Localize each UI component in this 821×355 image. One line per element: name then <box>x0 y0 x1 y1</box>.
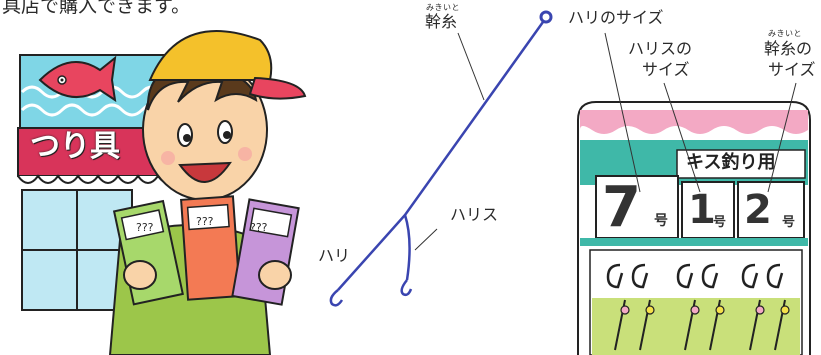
hook-size-number: 7 <box>602 175 641 240</box>
pkg-mark-2: ??? <box>196 215 214 228</box>
main-line <box>337 21 545 291</box>
pkg-mark-3: ??? <box>250 221 268 234</box>
mikiito-label: 幹糸 <box>425 12 458 31</box>
hook-size-callout: ハリのサイズ <box>568 8 664 27</box>
harisu-size-line1: ハリスの <box>628 39 693 58</box>
harisu-label: ハリス <box>450 205 499 224</box>
branch-line <box>403 214 411 281</box>
pkg-mark-1: ??? <box>136 221 154 234</box>
branch-hook <box>400 279 413 297</box>
hook-package <box>577 32 811 355</box>
mikiito-size-line2: サイズ <box>768 60 816 79</box>
harisu-size-number: 1 <box>688 187 716 233</box>
harisu-size-unit: 号 <box>713 215 727 230</box>
hook-size-unit: 号 <box>654 213 668 229</box>
shop-sign-text: つり具 <box>30 129 120 164</box>
mikiito-ruby: みきいと <box>426 3 460 12</box>
hari-label: ハリ <box>318 246 351 265</box>
mikiito-size-number: 2 <box>744 187 772 233</box>
package-title: キス釣り用 <box>686 152 776 173</box>
swivel-ring <box>539 10 553 24</box>
mikiito-size-ruby: みきいと <box>768 29 802 38</box>
mikiito-size-unit: 号 <box>782 215 796 230</box>
header-text: 具店で購入できます。 <box>2 0 191 17</box>
fish-sign <box>38 55 117 103</box>
harisu-size-line2: サイズ <box>642 60 690 79</box>
end-hook <box>329 289 344 307</box>
rig-diagram <box>329 10 553 307</box>
mikiito-size-line1: 幹糸の <box>764 39 813 58</box>
held-packages <box>112 195 300 306</box>
